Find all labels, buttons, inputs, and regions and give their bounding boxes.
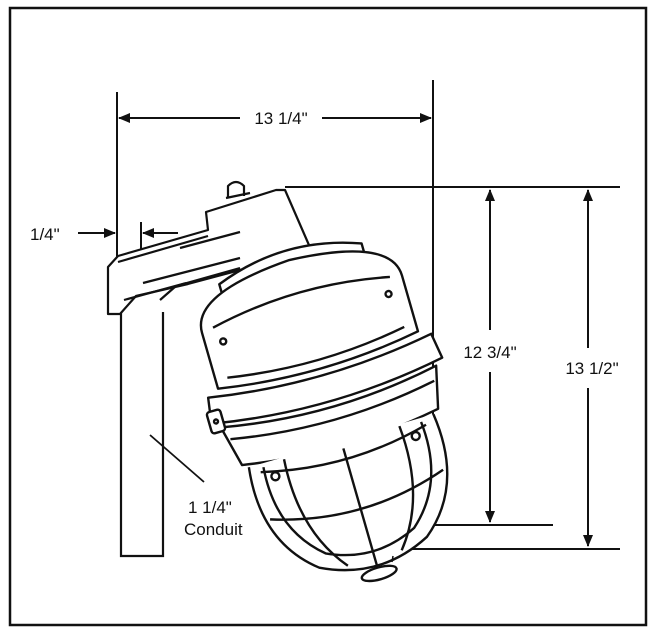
offset-label: 1/4" bbox=[30, 225, 60, 244]
height-to-globe-label: 12 3/4" bbox=[463, 343, 516, 362]
conduit-label: Conduit bbox=[184, 520, 243, 539]
globe-guard bbox=[247, 413, 449, 583]
conduit-pipe bbox=[119, 312, 165, 558]
conduit-leader-line bbox=[149, 434, 205, 483]
center-tick bbox=[391, 555, 394, 563]
conduit-size-label: 1 1/4" bbox=[188, 498, 232, 517]
width-label: 13 1/4" bbox=[254, 109, 307, 128]
overall-height-label: 13 1/2" bbox=[565, 359, 618, 378]
border-frame bbox=[8, 6, 648, 627]
fixture-housing bbox=[199, 241, 444, 467]
